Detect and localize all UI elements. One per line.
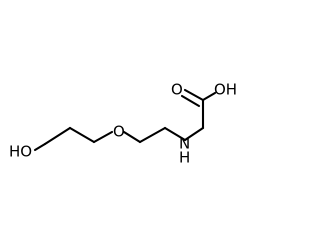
structure-drawing: HO O N H O OH bbox=[9, 81, 237, 167]
bond-o-c4 bbox=[122, 130, 142, 144]
acid-hydroxyl-label: OH bbox=[214, 81, 237, 99]
bond-c2-c3 bbox=[68, 126, 96, 144]
carbonyl-oxygen-label: O bbox=[171, 81, 183, 99]
bond-c7-o-double-a bbox=[183, 88, 205, 102]
bond-c7-oh bbox=[201, 91, 217, 102]
atom-label-layer: HO O N H O OH bbox=[9, 81, 237, 167]
molecule-diagram: HO O N H O OH bbox=[9, 81, 237, 167]
bond-ho-c1 bbox=[33, 142, 47, 152]
bond-layer bbox=[33, 88, 217, 152]
amine-hydrogen-label: H bbox=[179, 149, 190, 167]
ether-oxygen-label: O bbox=[113, 123, 125, 141]
bond-c4-c5 bbox=[138, 126, 167, 144]
bond-c5-n bbox=[163, 126, 187, 142]
bond-c1-c2 bbox=[43, 126, 72, 146]
bond-c3-o bbox=[92, 130, 114, 144]
hydroxyl-oxygen-label: HO bbox=[9, 143, 32, 161]
amine-nitrogen-label: N bbox=[179, 135, 190, 153]
bond-n-c6 bbox=[183, 126, 205, 142]
bond-c7-o-double-b bbox=[180, 94, 201, 108]
